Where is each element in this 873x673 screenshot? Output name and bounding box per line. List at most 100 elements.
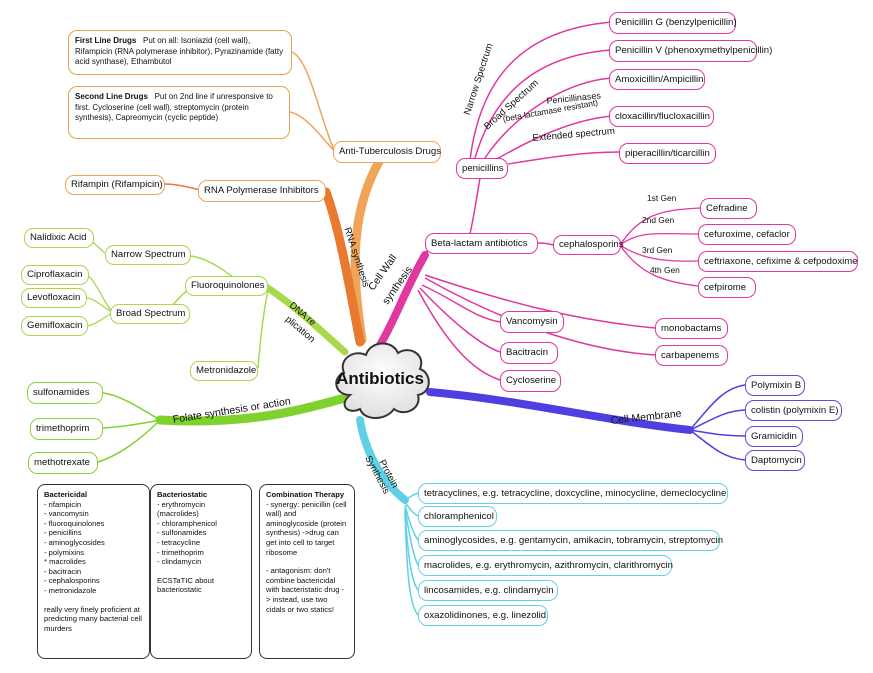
- pen-v-link: [474, 49, 613, 159]
- clox-link: [494, 115, 613, 161]
- cyclo-link: [417, 289, 501, 381]
- amoxicillin-node[interactable]: Amoxicillin/Ampicillin: [609, 69, 705, 90]
- second-line-text: Put on 2nd line if unresponsive to first…: [75, 92, 273, 122]
- center-title: Antibiotics: [336, 369, 424, 388]
- combination-item: - synergy: penicillin (cell wall) and am…: [266, 499, 349, 557]
- rna-main-branch: [321, 187, 365, 347]
- lincosamides-node[interactable]: lincosamides, e.g. clindamycin: [418, 580, 558, 601]
- cell-wall-main-branch: [376, 251, 429, 349]
- first-line-heading: First Line Drugs: [75, 36, 137, 45]
- cipro-link: [86, 274, 113, 313]
- gen1-label: 1st Gen: [647, 193, 677, 203]
- gramicidin-node[interactable]: Gramicidin: [745, 426, 803, 447]
- piperacillin-node[interactable]: piperacillin/ticarcillin: [619, 143, 716, 164]
- monobactams-node[interactable]: monobactams: [655, 318, 728, 339]
- prot4-link: [404, 507, 419, 566]
- second-line-heading: Second Line Drugs: [75, 92, 148, 101]
- metronidazole-node[interactable]: Metronidazole: [190, 361, 258, 381]
- bacteriostatic-item: - erythromycin (macrolides): [157, 499, 208, 519]
- carbapenems-node[interactable]: carbapenems: [655, 345, 728, 366]
- tetracyclines-node[interactable]: tetracyclines, e.g. tetracycline, doxcyc…: [418, 483, 728, 504]
- gramicidin-link: [689, 429, 746, 437]
- cycloserine-node[interactable]: Cycloserine: [500, 370, 561, 392]
- combination-spacer: [266, 557, 348, 566]
- vanco-link: [421, 284, 501, 323]
- sulfo-link: [102, 392, 161, 421]
- fluoroquinolones-node[interactable]: Fluoroquinolones: [185, 276, 268, 296]
- bacitracin-node[interactable]: Bacitracin: [500, 342, 558, 364]
- gen3-link: [619, 244, 699, 262]
- dna-main-branch: [264, 284, 349, 356]
- prot1-link: [404, 492, 419, 501]
- bacteriostatic-spacer: [157, 567, 245, 576]
- gen4-label: 4th Gen: [650, 265, 680, 275]
- nalidixic-acid-node[interactable]: Nalidixic Acid: [24, 228, 94, 248]
- cloxacillin-node[interactable]: cloxacillin/flucloxacillin: [609, 106, 714, 127]
- folate-main-branch: [155, 393, 350, 426]
- baci-link: [419, 287, 501, 353]
- bactericidal-item: - bacitracin: [44, 566, 82, 576]
- cefuroxime-node[interactable]: cefuroxime, cefaclor: [698, 224, 796, 245]
- anti-tb-node[interactable]: Anti-Tuberculosis Drugs: [333, 141, 441, 163]
- membrane-main-branch: [426, 388, 694, 434]
- bacteriostatic-heading: Bacteriostatic: [157, 490, 208, 499]
- bactericidal-item: - penicillins: [44, 528, 82, 538]
- prot2-link: [404, 501, 419, 517]
- beta-lactam-node[interactable]: Beta-lactam antibiotics: [425, 233, 538, 254]
- trimethoprim-node[interactable]: trimethoprim: [30, 418, 103, 440]
- penicillin-g-node[interactable]: Penicillin G (benzylpenicillin): [609, 12, 737, 34]
- bactericidal-item: - vancomysin: [44, 509, 89, 519]
- penicillins-node[interactable]: penicillins: [456, 158, 508, 179]
- combination-item: - antagonism: don't combine bactericidal…: [266, 566, 345, 614]
- macrolides-node[interactable]: macrolides, e.g. erythromycin, azithromy…: [418, 555, 673, 576]
- rifampin-node[interactable]: Rifampin (Rifampicin): [65, 175, 165, 195]
- broad-spectrum-node[interactable]: Broad Spectrum: [110, 304, 190, 324]
- bactericidal-heading: Bactericidal: [44, 490, 88, 499]
- oxazolidinones-node[interactable]: oxazolidinones, e.g. linezolid: [418, 605, 548, 626]
- amox-link: [484, 77, 613, 159]
- bacteriostatic-item: - trimethoprim: [157, 547, 204, 557]
- sulfonamides-node[interactable]: sulfonamides: [27, 382, 103, 404]
- bactericidal-spacer: [44, 596, 143, 605]
- cloud-shape: [335, 342, 430, 419]
- vancomysin-node[interactable]: Vancomysin: [500, 311, 564, 333]
- first-line-link: [291, 51, 336, 153]
- ceftriaxone-node[interactable]: ceftriaxone, cefixime & cefpodoxime: [698, 251, 858, 272]
- gemi-node[interactable]: Gemifloxacin: [21, 316, 88, 336]
- levo-node[interactable]: Levofloxacin: [21, 288, 87, 308]
- aminoglycosides-node[interactable]: aminoglycosides, e.g. gentamycin, amikac…: [418, 530, 723, 551]
- bacteriostatic-item: - chloramphenicol: [157, 518, 217, 528]
- bacteriostatic-box[interactable]: Bacteriostatic - erythromycin (macrolide…: [150, 484, 252, 659]
- polyb-link: [689, 384, 746, 431]
- polymixin-b-node[interactable]: Polymixin B: [745, 375, 805, 396]
- penicillin-v-node[interactable]: Penicillin V (phenoxymethylpenicillin): [609, 40, 772, 62]
- bactericidal-box[interactable]: Bactericidal - rifampicin - vancomysin -…: [37, 484, 150, 659]
- center-node: Antibiotics: [328, 335, 432, 423]
- bacteriostatic-item: - sulfonamides: [157, 528, 207, 538]
- metro-link: [257, 289, 269, 369]
- colistin-link: [689, 409, 746, 431]
- gen2-label: 2nd Gen: [642, 215, 675, 225]
- chloramphenicol-node[interactable]: chloramphenicol: [418, 506, 497, 527]
- second-line-note[interactable]: Second Line Drugs Put on 2nd line if unr…: [68, 86, 290, 139]
- gen3-label: 3rd Gen: [642, 245, 673, 255]
- colistin-node[interactable]: colistin (polymixin E): [745, 400, 842, 421]
- cefradine-node[interactable]: Cefradine: [700, 198, 757, 219]
- bactericidal-item: - cephalosporins: [44, 576, 100, 586]
- rna-polymerase-node[interactable]: RNA Polymerase Inhibitors: [198, 180, 326, 202]
- pen-g-link: [469, 21, 613, 161]
- mono-link: [424, 274, 656, 329]
- gemi-link: [86, 312, 113, 327]
- methotrexate-node[interactable]: methotrexate: [28, 452, 98, 474]
- first-line-note[interactable]: First Line Drugs Put on all: Isoniazid (…: [68, 30, 292, 75]
- penicillins-link: [469, 177, 481, 235]
- daptomycin-node[interactable]: Daptomycin: [745, 450, 805, 471]
- cefpirome-node[interactable]: cefpirome: [698, 277, 756, 298]
- gen1-link: [619, 207, 701, 246]
- rifampin-link: [164, 183, 201, 191]
- cipro-node[interactable]: Ciproflaxacin: [21, 265, 89, 285]
- narrow-spectrum-node[interactable]: Narrow Spectrum: [105, 245, 191, 265]
- combination-box[interactable]: Combination Therapy - synergy: penicilli…: [259, 484, 355, 659]
- cephalosporins-node[interactable]: cephalosporins: [553, 235, 624, 255]
